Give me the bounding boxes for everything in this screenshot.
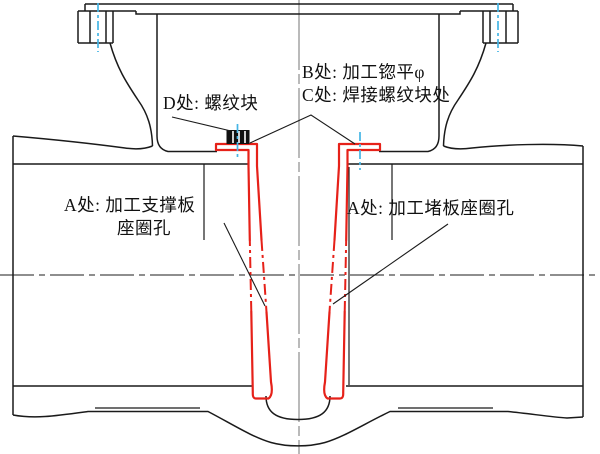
- label-d: D处: 螺纹块: [163, 93, 259, 113]
- support-plate-highlight: [214, 142, 273, 400]
- bottom-drain-opening: [265, 395, 331, 421]
- label-a-left-line2: 座圈孔: [117, 218, 171, 238]
- leader-b-c: [249, 114, 356, 145]
- label-a-right: A处: 加工堵板座圈孔: [347, 198, 515, 218]
- blind-plate-highlight: [323, 142, 382, 400]
- valve-neck: [109, 14, 487, 153]
- label-a-left-line1: A处: 加工支撑板: [64, 195, 196, 215]
- bonnet-flange: [77, 3, 519, 44]
- blue-centerlines: [97, 3, 499, 170]
- label-b: B处: 加工锪平φ: [302, 62, 426, 82]
- leader-a-right: [332, 223, 449, 305]
- valve-body-outline: [12, 135, 584, 447]
- leader-a-left: [223, 222, 266, 307]
- label-c: C处: 焊接螺纹块处: [302, 85, 451, 105]
- bore-lines: [13, 163, 583, 421]
- leader-d: [171, 116, 232, 132]
- leader-lines: [171, 114, 449, 307]
